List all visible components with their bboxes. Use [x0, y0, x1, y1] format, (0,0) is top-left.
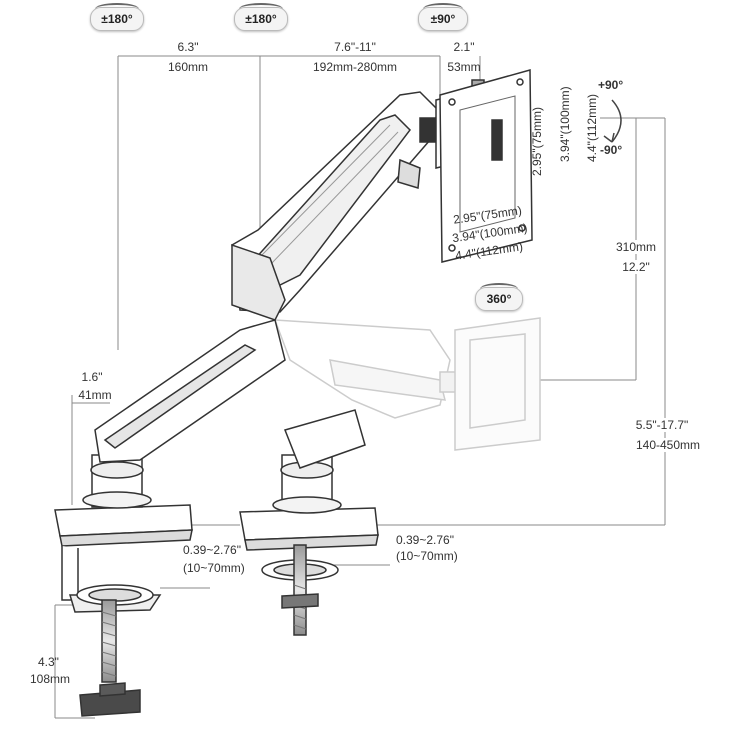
vesa-v-75-label: 2.95"(75mm) [530, 107, 544, 176]
dimension-lines [54, 55, 666, 719]
arm1-length-in: 6.3" [177, 40, 199, 54]
left-clamp-assembly [54, 454, 193, 717]
rotate-arc-icon [95, 3, 139, 15]
height-adjust-mm: 310mm [615, 240, 657, 254]
pole-offset-in: 1.6" [81, 370, 103, 384]
tilt-up-label: +90° [598, 78, 624, 92]
arm1-length-mm: 160mm [167, 60, 209, 74]
clamp-range-left-mm: (10~70mm) [183, 561, 245, 575]
head-rotation-badge: ±90° [418, 3, 468, 31]
rotate-arc-icon [239, 3, 283, 15]
ghost-arm-lowered [273, 317, 541, 451]
rotate-arc-icon [480, 283, 518, 295]
arm2-length-mm: 192mm-280mm [312, 60, 398, 74]
head-depth-in: 2.1" [453, 40, 475, 54]
lower-arm-left [94, 319, 286, 463]
rotate-arc-icon [423, 3, 463, 15]
tilt-arrow-icon [603, 99, 622, 143]
clamp-range-right-in: 0.39~2.76" [396, 533, 454, 547]
bolt-length-in: 4.3" [38, 655, 59, 669]
lower-arm-right [283, 409, 366, 469]
arm-base-rotation-badge: ±180° [90, 3, 144, 31]
tilt-down-label: -90° [600, 143, 623, 157]
pole-offset-mm: 41mm [78, 388, 112, 402]
bolt-length-mm: 108mm [30, 672, 71, 686]
arm-mid-rotation-badge: ±180° [234, 3, 288, 31]
vesa-v-112-label: 4.4"(112mm) [585, 93, 599, 162]
clamp-range-left-in: 0.39~2.76" [183, 543, 241, 557]
arm2-length-in: 7.6"-11" [334, 40, 376, 54]
height-adjust-in: 12.2" [622, 260, 650, 274]
vesa-v-100-label: 3.94"(100mm) [558, 86, 572, 162]
upper-arm [231, 91, 439, 321]
swivel-rotation-badge: 360° [475, 283, 523, 311]
head-depth-mm: 53mm [447, 60, 481, 74]
total-height-mm: 140-450mm [635, 438, 701, 452]
right-clamp-assembly [239, 454, 379, 636]
clamp-range-right-mm: (10~70mm) [396, 549, 458, 563]
vesa-head [419, 69, 533, 263]
total-height-in: 5.5"-17.7" [635, 418, 689, 432]
